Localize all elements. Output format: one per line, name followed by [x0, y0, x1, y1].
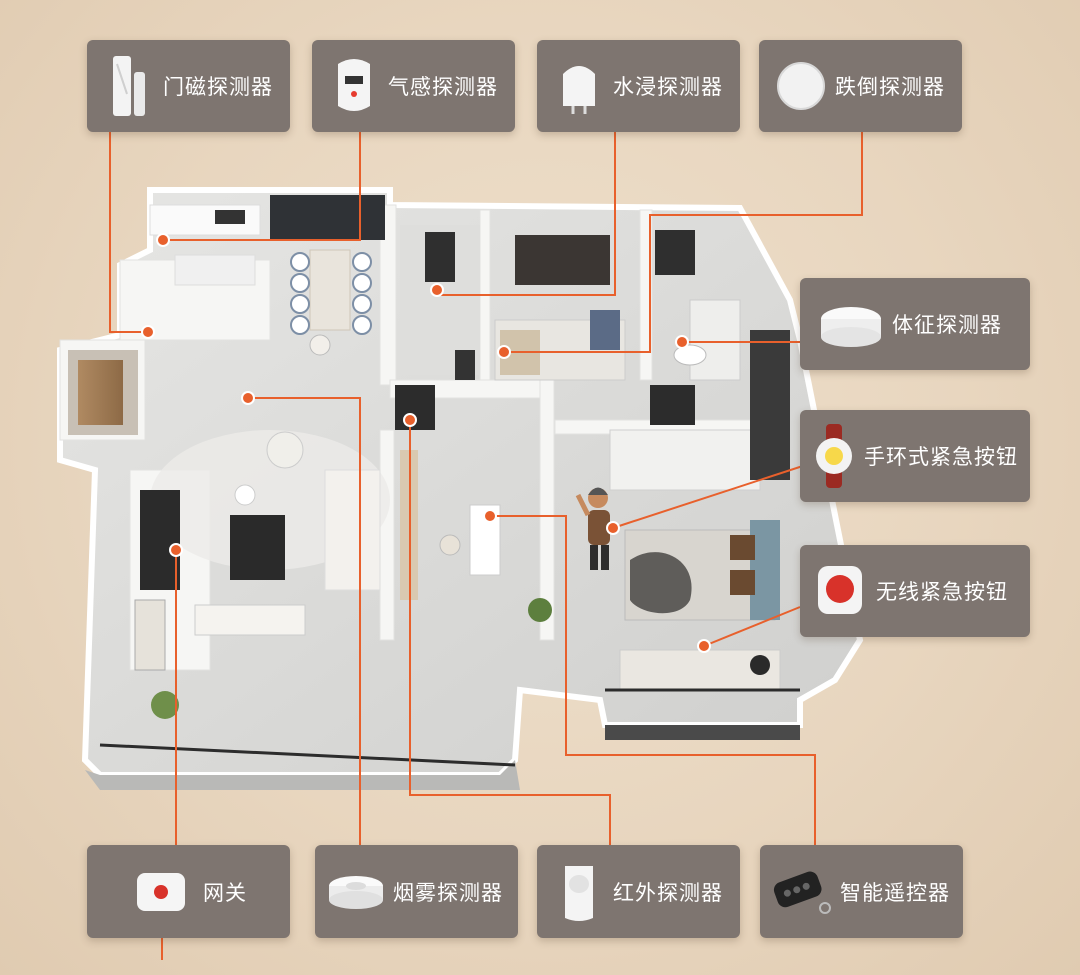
- dining-table: [290, 249, 372, 356]
- bathroom-right: [650, 230, 741, 425]
- water-sensor-label: 水浸探测器: [613, 75, 723, 99]
- smoke-sensor-label: 烟雾探测器: [393, 880, 503, 905]
- gas-sensor-label: 气感探测器: [388, 75, 498, 99]
- balcony-rail: [99, 688, 800, 767]
- gateway-icon: [133, 860, 189, 924]
- wristband-button-icon: [810, 424, 858, 488]
- balcony: [68, 350, 138, 435]
- wristband-button-label: 手环式紧急按钮: [864, 445, 1018, 469]
- smoke-sensor-card: 烟雾探测器: [315, 845, 518, 938]
- infrared-sensor-label: 红外探测器: [613, 880, 723, 905]
- bedroom-small: [494, 235, 626, 381]
- vital-sensor-label: 体征探测器: [892, 313, 1002, 337]
- kitchen: [149, 195, 385, 286]
- remote-control-icon: [768, 860, 834, 924]
- remote-control-label: 智能遥控器: [840, 880, 950, 905]
- wireless-button-icon: [812, 559, 868, 623]
- gateway-label: 网关: [203, 880, 247, 905]
- gas-sensor-card: 气感探测器: [312, 40, 515, 132]
- fall-sensor-icon: [773, 54, 829, 118]
- wireless-button-label: 无线紧急按钮: [876, 580, 1008, 604]
- water-sensor-icon: [551, 54, 607, 118]
- water-sensor-card: 水浸探测器: [537, 40, 740, 132]
- smoke-sensor-icon: [325, 860, 387, 924]
- bathroom-corridor: [395, 225, 480, 430]
- door-sensor-card: 门磁探测器: [87, 40, 290, 132]
- fall-sensor-label: 跌倒探测器: [835, 75, 945, 99]
- door-sensor-label: 门磁探测器: [163, 75, 273, 99]
- infrared-sensor-icon: [551, 860, 607, 924]
- master-bedroom: [609, 330, 790, 691]
- infrared-sensor-card: 红外探测器: [537, 845, 740, 938]
- door-sensor-icon: [101, 54, 157, 118]
- remote-control-card: 智能遥控器: [760, 845, 963, 938]
- wireless-button-card: 无线紧急按钮: [800, 545, 1030, 637]
- living-room: [134, 430, 390, 719]
- fall-sensor-card: 跌倒探测器: [759, 40, 962, 132]
- vital-sensor-card: 体征探测器: [800, 278, 1030, 370]
- gateway-card: 网关: [87, 845, 290, 938]
- elderly-person-figure: [575, 487, 610, 570]
- vital-sensor-icon: [816, 292, 886, 356]
- wristband-button-card: 手环式紧急按钮: [800, 410, 1030, 502]
- connector-dots: [141, 233, 711, 653]
- gas-sensor-icon: [326, 54, 382, 118]
